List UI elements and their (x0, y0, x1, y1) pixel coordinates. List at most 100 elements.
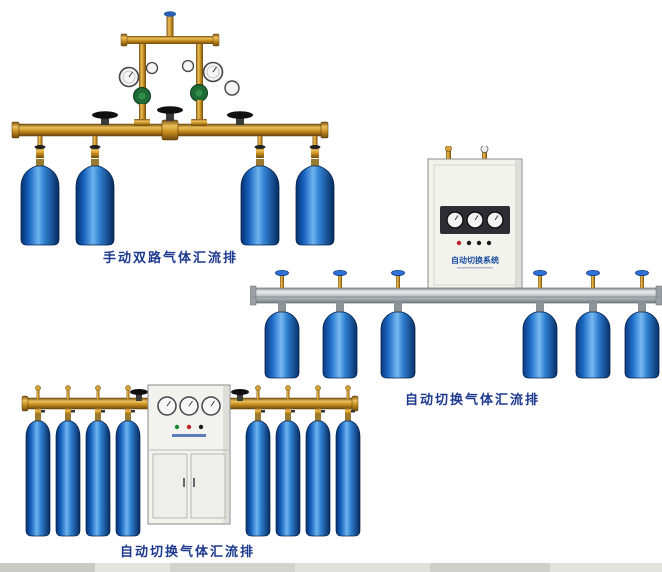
regulator-cap (195, 89, 203, 97)
mini-valve-icon (95, 385, 101, 399)
mini-valve-icon (65, 385, 71, 399)
cylinder-valve (254, 136, 266, 158)
gauge-needle (188, 400, 193, 407)
gas-cylinder (245, 414, 271, 537)
cylinder-valve (34, 136, 46, 158)
valve-wheel-icon (391, 270, 405, 277)
caption-manual-dual: 手动双路气体汇流排 (103, 251, 239, 266)
gas-cylinder (305, 414, 331, 537)
cabinet-side-shade (515, 160, 521, 290)
rail-bar (251, 287, 661, 304)
pipe-end-cap (320, 121, 329, 139)
gauge-needle (128, 71, 133, 78)
gauge-needle (210, 400, 215, 407)
mini-valve-icon (125, 385, 131, 399)
riser-pipe (139, 104, 146, 126)
cylinder-valve (333, 270, 347, 288)
gauge-needle (212, 66, 217, 73)
pipe-end-cap (120, 33, 128, 47)
pigtail-tube (37, 136, 43, 147)
pigtail-tube (92, 136, 98, 147)
valve-stem (101, 116, 109, 125)
cabinet-top-fitting (482, 149, 487, 160)
valve-handwheel-icon (227, 111, 253, 125)
gas-cylinder (85, 414, 111, 537)
strip-segment (95, 563, 170, 572)
cylinder-valve (275, 270, 289, 288)
cabinet-label-strip (172, 434, 206, 437)
gas-cylinder (322, 302, 358, 379)
mini-valve-icon (35, 385, 41, 399)
cabinet-door (152, 453, 188, 519)
manifold-header-pipe (11, 119, 329, 141)
strip-segment (550, 563, 662, 572)
pressure-gauge-icon (145, 61, 159, 75)
gauge-needle (474, 215, 479, 221)
valve-handwheel-icon (130, 389, 148, 401)
gas-cylinder (20, 159, 60, 246)
valve-wheel-icon (586, 270, 600, 277)
indicator-light (476, 240, 482, 246)
valve-wheel-icon (275, 270, 289, 277)
door-handle (193, 478, 195, 487)
valve-body (36, 147, 44, 158)
pipe-union (134, 119, 150, 126)
gauge-needle (494, 215, 499, 221)
valve-handwheel-icon (92, 111, 118, 125)
pressure-regulator-right (181, 59, 240, 126)
product-image-auto-switch-a: 自动切换系统 (250, 146, 662, 379)
handwheel (231, 389, 249, 395)
pressure-gauge-icon (181, 59, 195, 73)
riser-pipe (196, 100, 203, 126)
valve-stem (338, 274, 342, 288)
rail-end-cap (250, 285, 257, 306)
valve-body (91, 147, 99, 158)
riser-pipe (196, 44, 203, 88)
indicator-light (466, 240, 472, 246)
valve-stem (591, 274, 595, 288)
valve-body (256, 147, 264, 158)
handwheel (130, 389, 148, 395)
cabinet-label: 自动切换系统 (451, 255, 499, 265)
pigtail-tube (257, 136, 263, 147)
pipe-end-cap (11, 121, 20, 139)
cylinder-valve (635, 270, 649, 288)
handwheel (92, 111, 118, 119)
pressure-gauge-icon (480, 146, 489, 153)
gas-cylinder (522, 302, 558, 379)
valve-handwheel-icon (34, 145, 46, 149)
gas-cylinder (575, 302, 611, 379)
cylinder-valve (533, 270, 547, 288)
regulator-cap (138, 92, 146, 100)
riser-pipe (139, 44, 146, 88)
cylinder-connections (34, 136, 321, 158)
gauge-dial (206, 65, 220, 79)
mini-valve-icon (255, 385, 261, 399)
gas-cylinder (335, 414, 361, 537)
gas-cylinder (275, 414, 301, 537)
pigtail-tube (312, 136, 318, 147)
center-valve-body (161, 119, 179, 141)
gas-cylinder (75, 159, 115, 246)
manifold-rail (250, 285, 662, 306)
pipe-end-cap (21, 395, 29, 412)
cylinder-valve (586, 270, 600, 288)
strip-segment (430, 563, 550, 572)
strip-segment (0, 563, 95, 572)
valve-wheel-icon (533, 270, 547, 277)
strip-segment (295, 563, 430, 572)
valve-stem (136, 393, 142, 401)
cabinet-label-subline (457, 267, 493, 269)
cabinet-side-shade (223, 386, 229, 523)
rail-end-cap (655, 285, 662, 306)
indicator-light (456, 240, 462, 246)
valve-handwheel-icon (231, 389, 249, 401)
gas-cylinders (264, 302, 660, 379)
mini-valve-icon (285, 385, 291, 399)
valve-stem (237, 393, 243, 401)
control-cabinet: 自动切换系统 (427, 146, 523, 292)
product-image-manual-dual-manifold (11, 11, 335, 246)
pipe-end-cap (351, 395, 359, 412)
valve-stem (640, 274, 644, 288)
